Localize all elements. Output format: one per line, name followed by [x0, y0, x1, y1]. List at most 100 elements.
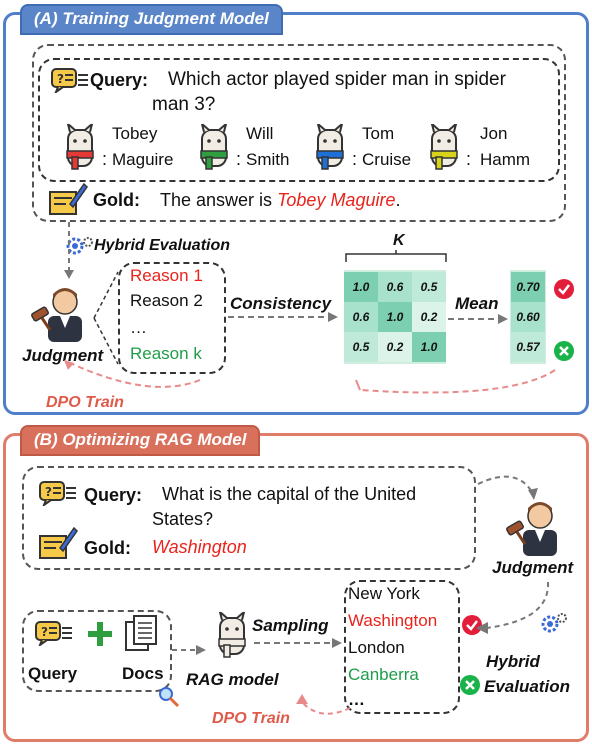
svg-text:?: ?	[57, 72, 64, 86]
answer-new-york: New York	[348, 584, 420, 603]
dpo-train-label-b: DPO Train	[212, 710, 290, 727]
input-query-label: Query	[28, 664, 78, 683]
reason-2: Reason 2	[130, 291, 203, 310]
candidate-name-line1: Tobey	[112, 124, 158, 143]
candidate-jon: : Jon Hamm	[424, 124, 544, 176]
query-candidates-box	[38, 58, 560, 182]
panel-b-title: (B) Optimizing RAG Model	[20, 425, 261, 456]
candidate-colon: :	[236, 149, 242, 169]
mean-arrow	[448, 314, 508, 324]
gold-answer-b: Washington	[152, 537, 247, 557]
llama-icon	[218, 612, 246, 658]
mean-value: 0.70	[511, 272, 545, 302]
query-gold-box-b	[22, 466, 476, 570]
candidate-name-line2: Smith	[246, 150, 290, 169]
reason-ellipsis: …	[130, 318, 147, 337]
candidate-name-line1: Tom	[362, 124, 395, 143]
query-label: Query:	[90, 70, 149, 90]
candidate-tobey: : Tobey Maguire	[60, 124, 190, 176]
input-docs-label: Docs	[122, 664, 164, 683]
candidate-tom: : Tom Cruise	[310, 124, 420, 176]
rag-model-label: RAG model	[186, 670, 279, 689]
svg-text:?: ?	[41, 625, 48, 639]
query-text-b-line1: What is the capital of the United	[162, 484, 417, 504]
llama-icon	[200, 124, 228, 170]
mean-value: 0.57	[511, 332, 545, 362]
panel-a-title: (A) Training Judgment Model	[20, 4, 283, 35]
dashed-down-arrow	[64, 222, 74, 279]
document-pen-icon	[39, 526, 78, 559]
candidate-name-line2: Hamm	[480, 150, 531, 169]
candidate-colon: :	[102, 149, 108, 169]
mean-column: 0.70 0.60 0.57	[510, 270, 546, 364]
panel-b	[3, 433, 589, 742]
gear-icon	[66, 237, 93, 255]
plus-icon	[88, 622, 112, 646]
gold-prefix: The answer is	[160, 190, 273, 210]
gold-text: The answer is Tobey Maguire.	[160, 190, 400, 211]
gold-suffix: .	[395, 190, 401, 210]
reason-k: Reason k	[130, 344, 202, 363]
speech-bubble-icon: ?	[51, 68, 88, 93]
gold-label-b: Gold:	[84, 538, 131, 558]
matrix-cell: 1.0	[412, 332, 446, 362]
sampling-arrow	[254, 638, 342, 648]
candidate-name-line1: Jon	[480, 124, 508, 143]
query-gold-box	[32, 44, 566, 222]
candidate-name-line1: Will	[246, 124, 274, 143]
matrix-cell: 0.5	[412, 272, 446, 302]
candidate-name-line2: Cruise	[362, 150, 412, 169]
check-icon	[462, 615, 482, 635]
document-pen-icon	[49, 182, 88, 215]
answer-ellipsis: …	[348, 690, 365, 709]
similarity-matrix: 1.0 0.6 0.5 0.6 1.0 0.2 0.5 0.2 1.0	[344, 270, 446, 364]
candidate-colon: :	[466, 149, 472, 169]
gold-answer: Tobey Maguire	[277, 190, 396, 210]
gold-label: Gold:	[93, 190, 140, 210]
matrix-cell: 1.0	[344, 272, 378, 302]
answer-canberra: Canberra	[348, 665, 419, 684]
mean-value: 0.60	[511, 302, 545, 332]
llama-icon	[316, 124, 344, 170]
documents-icon	[125, 615, 157, 651]
llama-icon	[66, 124, 94, 170]
input-to-rag-arrow	[172, 645, 206, 655]
hybrid-label-b: Hybrid	[486, 652, 540, 671]
judge-icon	[31, 288, 82, 342]
judgment-label-b: Judgment	[492, 558, 574, 577]
mean-label: Mean	[455, 294, 499, 313]
dpo-feedback-arrow-b	[296, 694, 351, 715]
svg-text:?: ?	[45, 485, 52, 499]
dpo-train-label: DPO Train	[46, 394, 124, 411]
judge-to-reasons-connector	[93, 271, 119, 365]
matrix-cell: 0.5	[344, 332, 378, 362]
llama-icon	[430, 124, 458, 170]
judge-to-answers-arrow	[476, 581, 550, 634]
speech-bubble-icon: ?	[39, 481, 76, 506]
dpo-feedback-arrow	[64, 360, 556, 394]
judge-icon	[506, 502, 557, 556]
answers-box	[344, 580, 460, 714]
cross-icon	[554, 341, 574, 361]
matrix-k-label: K	[393, 232, 405, 249]
reasons-box	[118, 262, 226, 374]
consistency-label: Consistency	[230, 294, 332, 313]
magnifier-icon	[159, 687, 180, 708]
candidate-name-line2: Maguire	[112, 150, 174, 169]
matrix-cell: 0.6	[344, 302, 378, 332]
query-label-b-text: Query:	[84, 485, 143, 505]
matrix-cell: 1.0	[378, 302, 412, 332]
candidate-colon: :	[352, 149, 358, 169]
panel-a	[3, 12, 589, 415]
matrix-bracket	[345, 250, 447, 262]
answer-washington: Washington	[348, 611, 438, 630]
matrix-cell: 0.2	[412, 302, 446, 332]
consistency-arrow	[228, 312, 338, 322]
answer-london: London	[348, 638, 405, 657]
query-text-line2: man 3?	[152, 94, 216, 115]
check-icon	[554, 279, 574, 299]
input-box	[22, 610, 172, 692]
reason-1: Reason 1	[130, 266, 203, 285]
candidate-will: : Will Smith	[194, 124, 304, 176]
hybrid-evaluation-label: Hybrid Evaluation	[94, 237, 231, 254]
